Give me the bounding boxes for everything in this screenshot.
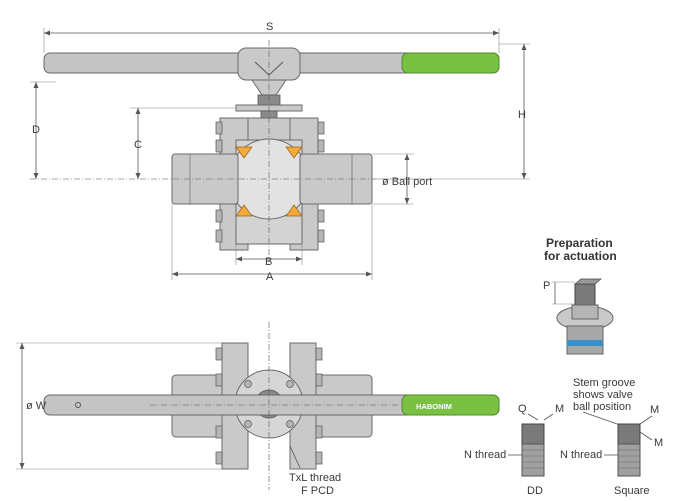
- square-stem-thread: [617, 443, 641, 477]
- dim-ball-port-label: ø Ball port: [382, 176, 432, 188]
- seat-top-right: [285, 146, 303, 159]
- stem-groove-line1: Stem groove: [573, 377, 635, 389]
- dim-C-label: C: [134, 139, 142, 151]
- plan-handle-grip: [401, 394, 500, 416]
- dim-B-label: B: [265, 256, 272, 268]
- actuation-title-line2: for actuation: [544, 249, 617, 263]
- handle-grip: [401, 52, 500, 74]
- n-thread-square-label: N thread: [560, 449, 602, 461]
- plan-flange-bolts: [215, 347, 323, 465]
- txl-thread-label: TxL thread: [289, 472, 341, 484]
- dim-W-label: ø W: [26, 400, 47, 412]
- stem-details: Stem groove shows valve ball position Q …: [464, 377, 663, 497]
- actuation-detail: Preparation for actuation P: [543, 236, 617, 355]
- body-bolts: [215, 121, 325, 243]
- actuation-stem-square: [574, 283, 596, 307]
- dim-M-label-square-side: M: [654, 437, 663, 449]
- stem-groove-line2: shows valve: [573, 389, 633, 401]
- end-connection-left: [171, 153, 239, 205]
- brand-logo: HABONIM: [416, 402, 452, 411]
- side-elevation-view: S H D C ø Ball port B A: [30, 21, 530, 283]
- dd-stem-head: [521, 423, 545, 445]
- seat-top-left: [235, 146, 253, 159]
- stem-groove-line3: ball position: [573, 401, 631, 413]
- dd-stem-thread: [521, 443, 545, 477]
- plan-view: HABONIM ø W TxL thread F PCD: [16, 322, 500, 497]
- square-stem-head: [617, 423, 641, 445]
- dim-M-label-square-top: M: [650, 404, 659, 416]
- actuation-title-line1: Preparation: [546, 236, 613, 250]
- seat-bottom-right: [285, 204, 303, 217]
- seat-bottom-left: [235, 204, 253, 217]
- dim-D-label: D: [32, 124, 40, 136]
- dim-S-label: S: [266, 21, 273, 33]
- dim-H-label: H: [518, 109, 526, 121]
- stem-type-square: Square: [614, 485, 649, 497]
- dim-A-label: A: [266, 271, 274, 283]
- dim-Q-label: Q: [518, 403, 527, 415]
- actuation-seal: [567, 340, 603, 346]
- stem-type-dd: DD: [527, 485, 543, 497]
- f-pcd-label: F PCD: [301, 485, 334, 497]
- n-thread-dd-label: N thread: [464, 449, 506, 461]
- dim-M-label-dd: M: [555, 403, 564, 415]
- dim-P-label: P: [543, 280, 550, 292]
